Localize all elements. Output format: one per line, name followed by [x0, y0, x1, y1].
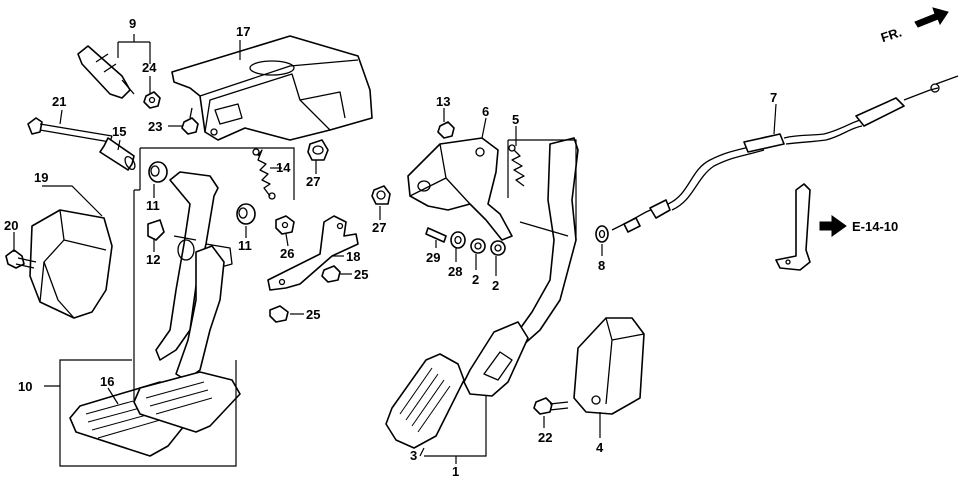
callout-22: 22 [538, 430, 552, 445]
part-2-bushing-b [490, 240, 506, 256]
part-19-pedal-cover [29, 209, 113, 319]
front-direction-label: FR. [879, 24, 904, 45]
part-13-bolt [437, 121, 455, 139]
front-arrow-icon [914, 7, 949, 28]
callout-2-a: 2 [472, 272, 479, 287]
part-4-floor-mount [573, 317, 645, 415]
part-17-pedal-bracket [171, 35, 373, 141]
part-9-brake-switch [77, 45, 135, 99]
part-15-collar [99, 137, 136, 171]
part-21-pivot-bolt [27, 117, 113, 143]
leader-lines [13, 34, 777, 467]
callout-18: 18 [346, 249, 360, 264]
callout-8: 8 [598, 258, 605, 273]
reference-bracket [775, 183, 811, 271]
part-25-nut-lower [269, 305, 289, 323]
callout-16: 16 [100, 374, 114, 389]
callout-13: 13 [436, 94, 450, 109]
part-26-nut [275, 215, 295, 235]
part-1-accelerator-pedal [463, 137, 579, 397]
callout-5: 5 [512, 112, 519, 127]
part-24-nut [143, 91, 161, 109]
callouts: 9 17 24 21 15 23 14 27 19 20 11 12 11 26… [4, 16, 777, 479]
part-23-bolt [181, 107, 199, 135]
callout-2-b: 2 [492, 278, 499, 293]
callout-28: 28 [448, 264, 462, 279]
callout-12: 12 [146, 252, 160, 267]
callout-4: 4 [596, 440, 604, 455]
part-12-stopper [147, 219, 165, 241]
callout-15: 15 [112, 124, 126, 139]
callout-23: 23 [148, 119, 162, 134]
callout-11-left: 11 [146, 198, 160, 213]
part-10-clutch-pedal [133, 245, 241, 433]
callout-9: 9 [129, 16, 136, 31]
callout-1: 1 [452, 464, 459, 479]
part-27-bushing-lower [371, 185, 391, 205]
callout-26: 26 [280, 246, 294, 261]
part-20-screw [5, 249, 37, 269]
part-11-bushing-left [148, 161, 168, 183]
callout-25-upper: 25 [354, 267, 368, 282]
reference-label: E-14-10 [852, 219, 898, 234]
callout-17: 17 [236, 24, 250, 39]
part-2-bushing-a [470, 238, 486, 254]
reference-arrow-icon [819, 215, 847, 237]
front-direction-indicator: FR. [879, 7, 949, 45]
callout-27-upper: 27 [306, 174, 320, 189]
part-29-pin [425, 227, 447, 243]
callout-6: 6 [482, 104, 489, 119]
callout-29: 29 [426, 250, 440, 265]
part-3-pedal-pad [385, 353, 465, 449]
callout-20: 20 [4, 218, 18, 233]
part-18-stay [267, 215, 359, 291]
part-25-nut-upper [321, 265, 341, 283]
part-22-screw [533, 397, 569, 415]
part-27-bushing-upper [307, 139, 329, 161]
callout-25-lower: 25 [306, 307, 320, 322]
part-11-bushing-right [236, 203, 256, 225]
part-7-throttle-cable [611, 75, 959, 233]
callout-7: 7 [770, 90, 777, 105]
callout-27-lower: 27 [372, 220, 386, 235]
reference-indicator: E-14-10 [819, 215, 898, 237]
part-8-grommet [595, 225, 609, 243]
part-14-return-spring [252, 148, 276, 200]
callout-21: 21 [52, 94, 66, 109]
callout-3: 3 [410, 448, 417, 463]
part-6-accelerator-bracket [407, 137, 513, 241]
callout-10: 10 [18, 379, 32, 394]
callout-11-right: 11 [238, 238, 252, 253]
callout-24: 24 [142, 60, 157, 75]
part-5-spring [508, 144, 525, 187]
callout-14: 14 [276, 160, 291, 175]
part-28-washer [450, 231, 466, 249]
callout-19: 19 [34, 170, 48, 185]
